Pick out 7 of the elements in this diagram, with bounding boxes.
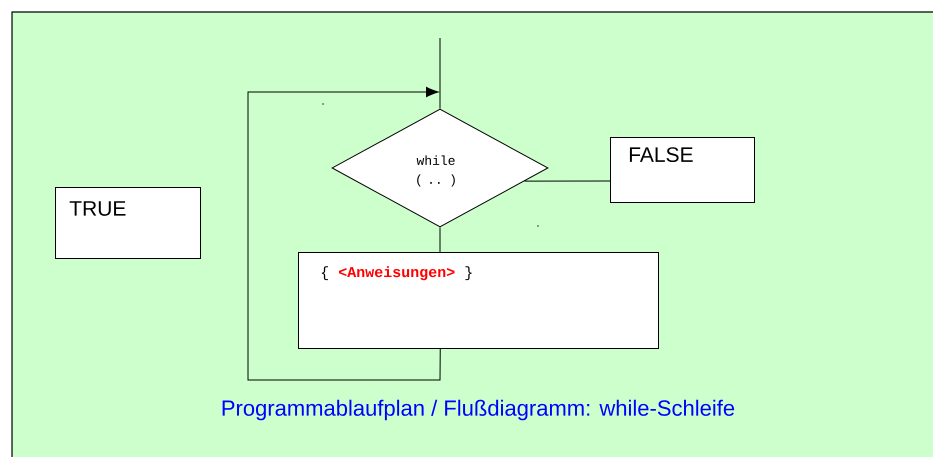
dot-mark: .: [322, 103, 324, 105]
caption: Programmablaufplan / Flußdiagramm: while-Schleife: [222, 400, 734, 420]
connector-arrow: [248, 86, 441, 380]
process-box: TRUE: [55, 187, 202, 259]
dot-mark: .: [537, 225, 539, 227]
statement-box: { <Anweisungen> }: [298, 252, 659, 349]
process-box: FALSE: [610, 137, 755, 203]
